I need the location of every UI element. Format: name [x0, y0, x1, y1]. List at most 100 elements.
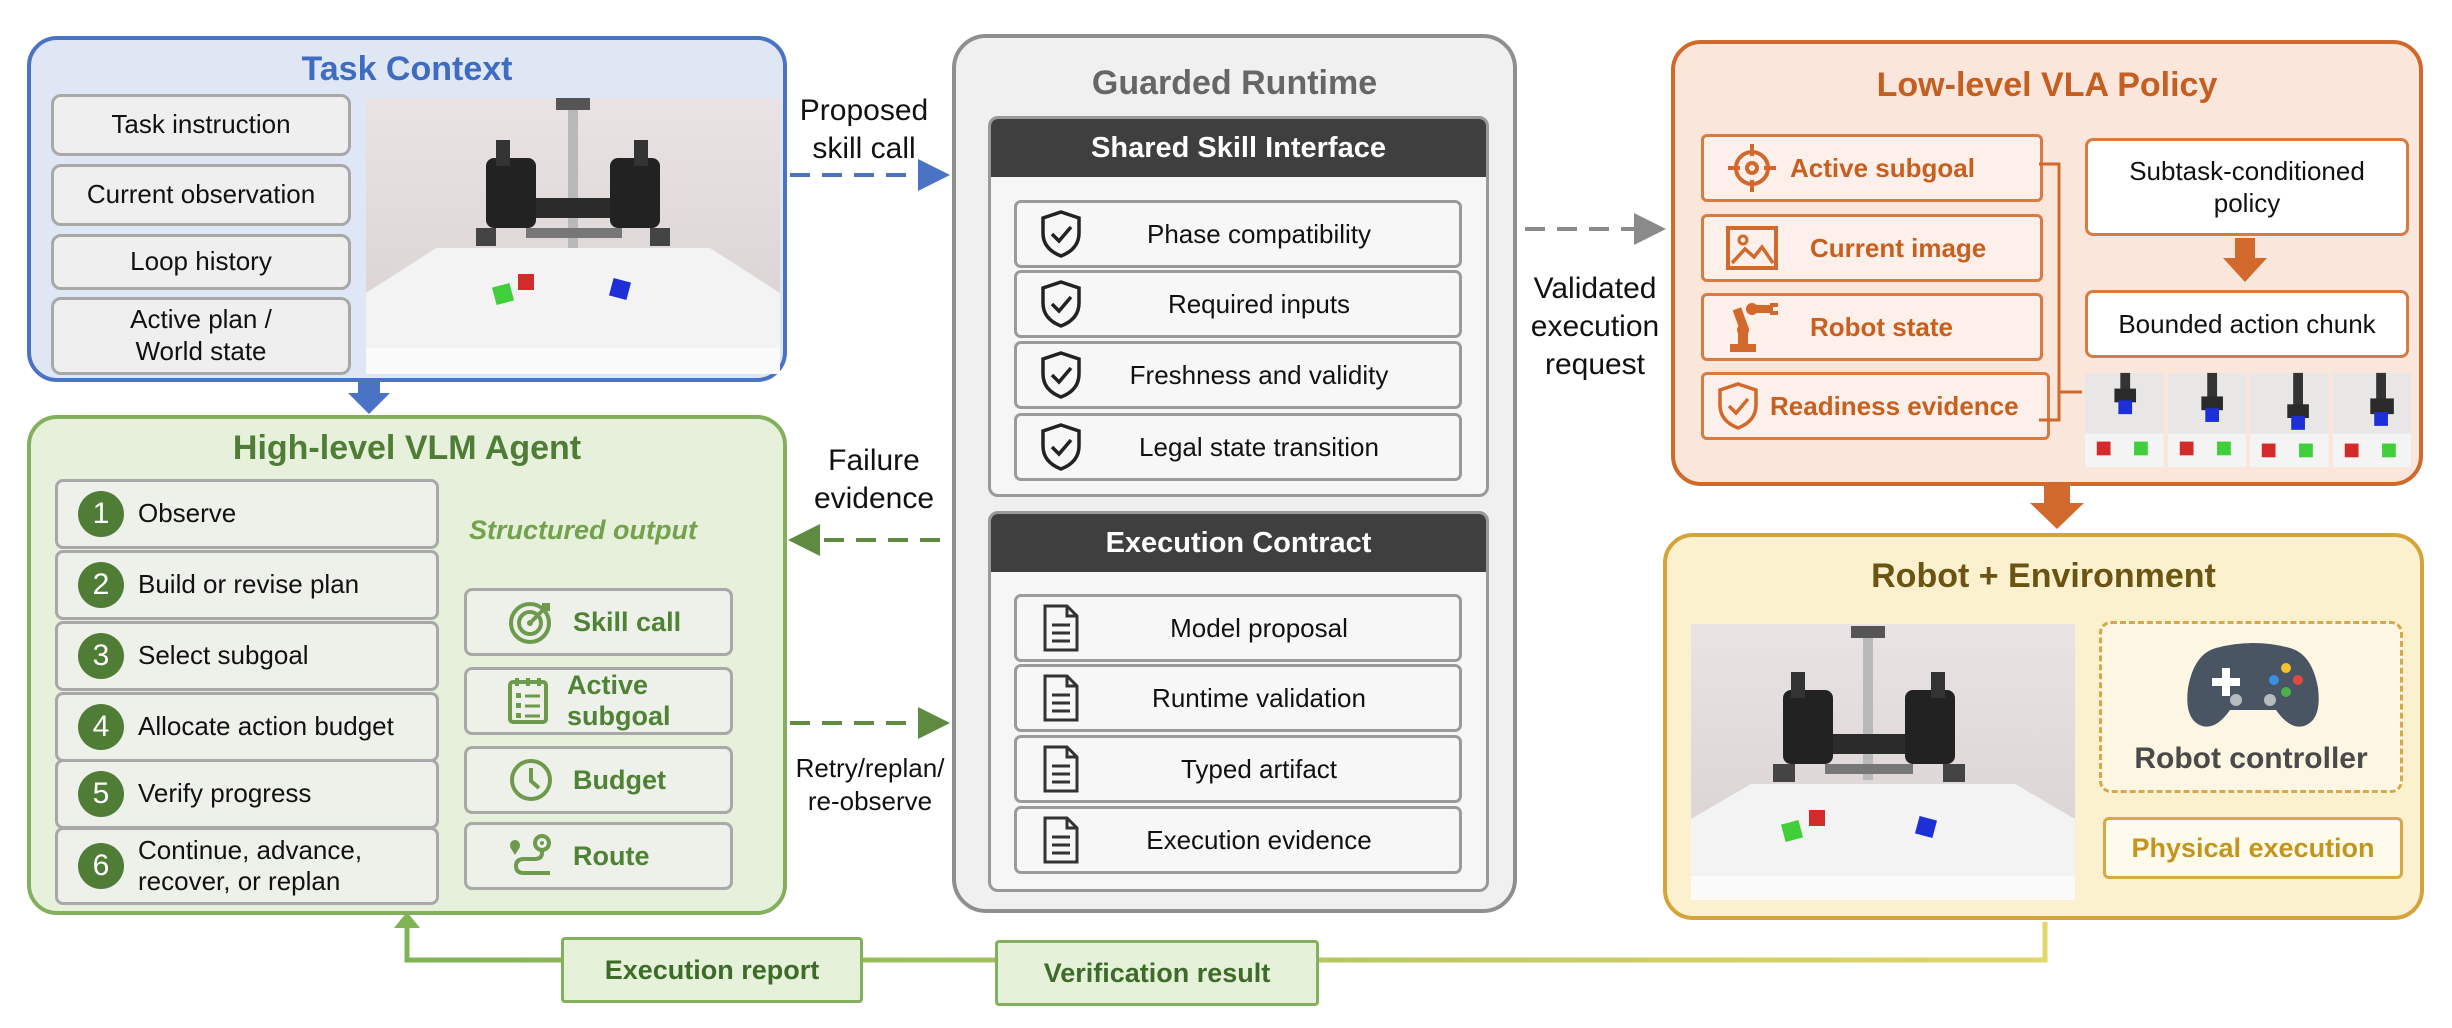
step-observe: 1 Observe	[55, 479, 439, 549]
robot-controller-label: Robot controller	[2134, 742, 2368, 775]
target-icon	[505, 596, 557, 648]
step-label: Verify progress	[138, 778, 312, 809]
check-phase-compatibility: Phase compatibility	[1014, 200, 1462, 268]
step-allocate-budget: 4 Allocate action budget	[55, 692, 439, 762]
validated-request-label: Validated execution request	[1530, 272, 1660, 381]
shield-check-icon	[1033, 350, 1089, 400]
check-label: Required inputs	[1167, 288, 1351, 319]
step-number: 1	[78, 491, 124, 537]
failure-evidence-label: Failure evidence	[813, 444, 935, 515]
task-context-title: Task Context	[301, 50, 513, 88]
subtask-policy-box: Subtask-conditioned policy	[2085, 138, 2409, 236]
runtime-title: Guarded Runtime	[1091, 64, 1378, 102]
contract-typed-artifact: Typed artifact	[1014, 735, 1462, 803]
step-label: Observe	[138, 498, 237, 529]
shield-check-icon	[1033, 209, 1089, 259]
execution-report-label: Execution report	[561, 937, 863, 1003]
step-label: Continue, advance, recover, or replan	[138, 834, 363, 896]
vla-policy-title: Low-level VLA Policy	[1876, 66, 2218, 104]
physical-execution-box: Physical execution	[2103, 817, 2403, 879]
check-label: Freshness and validity	[1129, 359, 1389, 390]
step-select-subgoal: 3 Select subgoal	[55, 621, 439, 691]
vla-input-label: Active subgoal	[1790, 152, 1975, 183]
clock-icon	[505, 754, 557, 806]
action-frame	[2332, 372, 2411, 468]
contract-execution-evidence: Execution evidence	[1014, 806, 1462, 874]
vla-input-current-image: Current image	[1701, 214, 2043, 282]
check-label: Phase compatibility	[1147, 218, 1371, 249]
step-number: 5	[78, 771, 124, 817]
structured-output-label: Structured output	[469, 515, 697, 545]
contract-label: Execution evidence	[1146, 824, 1372, 855]
check-freshness: Freshness and validity	[1014, 341, 1462, 409]
document-icon	[1033, 815, 1089, 865]
output-route: Route	[464, 822, 733, 890]
task-instruction-item: Task instruction	[51, 94, 351, 156]
active-plan-item: Active plan / World state	[51, 297, 351, 375]
shield-check-icon	[1710, 380, 1766, 432]
output-skill-call: Skill call	[464, 588, 733, 656]
output-active-subgoal: Active subgoal	[464, 667, 733, 735]
check-legal-transition: Legal state transition	[1014, 413, 1462, 481]
vla-input-active-subgoal: Active subgoal	[1701, 134, 2043, 202]
output-label: Skill call	[573, 606, 682, 637]
crosshair-icon	[1724, 142, 1780, 194]
input-bracket	[2039, 162, 2082, 422]
loop-history-item: Loop history	[51, 234, 351, 290]
policy-to-robot-arrow	[2030, 486, 2084, 529]
current-observation-item: Current observation	[51, 164, 351, 226]
contract-model-proposal: Model proposal	[1014, 594, 1462, 662]
vla-input-readiness: Readiness evidence	[1701, 372, 2050, 440]
robot-environment-panel: Robot + Environment	[1663, 533, 2424, 920]
check-label: Legal state transition	[1139, 431, 1379, 462]
document-icon	[1033, 744, 1089, 794]
check-required-inputs: Required inputs	[1014, 270, 1462, 338]
step-label: Build or revise plan	[138, 569, 360, 600]
shield-check-icon	[1033, 279, 1089, 329]
task-context-panel: Task Context Task instruction Current ob…	[27, 36, 787, 382]
output-label: Budget	[573, 764, 666, 795]
contract-label: Typed artifact	[1180, 753, 1338, 784]
vla-input-label: Current image	[1810, 232, 1987, 263]
shared-skill-interface: Shared Skill Interface Phase compatibili…	[988, 116, 1489, 497]
vla-input-robot-state: Robot state	[1701, 293, 2043, 361]
robot-env-title: Robot + Environment	[1871, 557, 2216, 595]
action-frame	[2167, 372, 2246, 468]
document-icon	[1033, 673, 1089, 723]
bounded-action-chunk-box: Bounded action chunk	[2085, 290, 2409, 358]
output-budget: Budget	[464, 746, 733, 814]
contract-label: Model proposal	[1170, 612, 1348, 643]
task-scene-image	[366, 98, 780, 374]
action-frame	[2085, 372, 2164, 468]
step-label: Select subgoal	[138, 640, 309, 671]
execution-contract-title: Execution Contract	[991, 514, 1486, 572]
step-number: 3	[78, 633, 124, 679]
contract-label: Runtime validation	[1152, 682, 1366, 713]
proposed-skill-call-label: Proposed skill call	[799, 94, 929, 165]
verification-result-label: Verification result	[995, 940, 1319, 1006]
shield-check-icon	[1033, 422, 1089, 472]
robot-controller-box: Robot controller	[2099, 621, 2403, 793]
contract-runtime-validation: Runtime validation	[1014, 664, 1462, 732]
action-chunk-frames	[2085, 372, 2411, 468]
output-label: Route	[573, 840, 650, 871]
vlm-agent-title: High-level VLM Agent	[232, 429, 582, 467]
shared-skill-interface-title: Shared Skill Interface	[991, 119, 1486, 177]
gamepad-icon	[2186, 636, 2320, 732]
guarded-runtime-panel: Guarded Runtime Shared Skill Interface P…	[952, 34, 1517, 913]
vlm-agent-panel: High-level VLM Agent 1 Observe 2 Build o…	[27, 415, 787, 915]
output-label: Active subgoal	[567, 670, 671, 731]
document-icon	[1033, 603, 1089, 653]
vla-policy-panel: Low-level VLA Policy Active subgoal Curr…	[1671, 40, 2423, 486]
checklist-icon	[505, 675, 551, 727]
vla-input-label: Readiness evidence	[1770, 390, 2019, 421]
step-number: 6	[78, 843, 124, 889]
step-number: 2	[78, 562, 124, 608]
step-continue: 6 Continue, advance, recover, or replan	[55, 827, 439, 905]
route-icon	[505, 830, 557, 882]
image-icon	[1724, 222, 1780, 274]
step-number: 4	[78, 704, 124, 750]
context-to-agent-arrow	[348, 380, 390, 414]
retry-label: Retry/replan/ re-observe	[795, 753, 945, 816]
vla-input-label: Robot state	[1810, 311, 1953, 342]
